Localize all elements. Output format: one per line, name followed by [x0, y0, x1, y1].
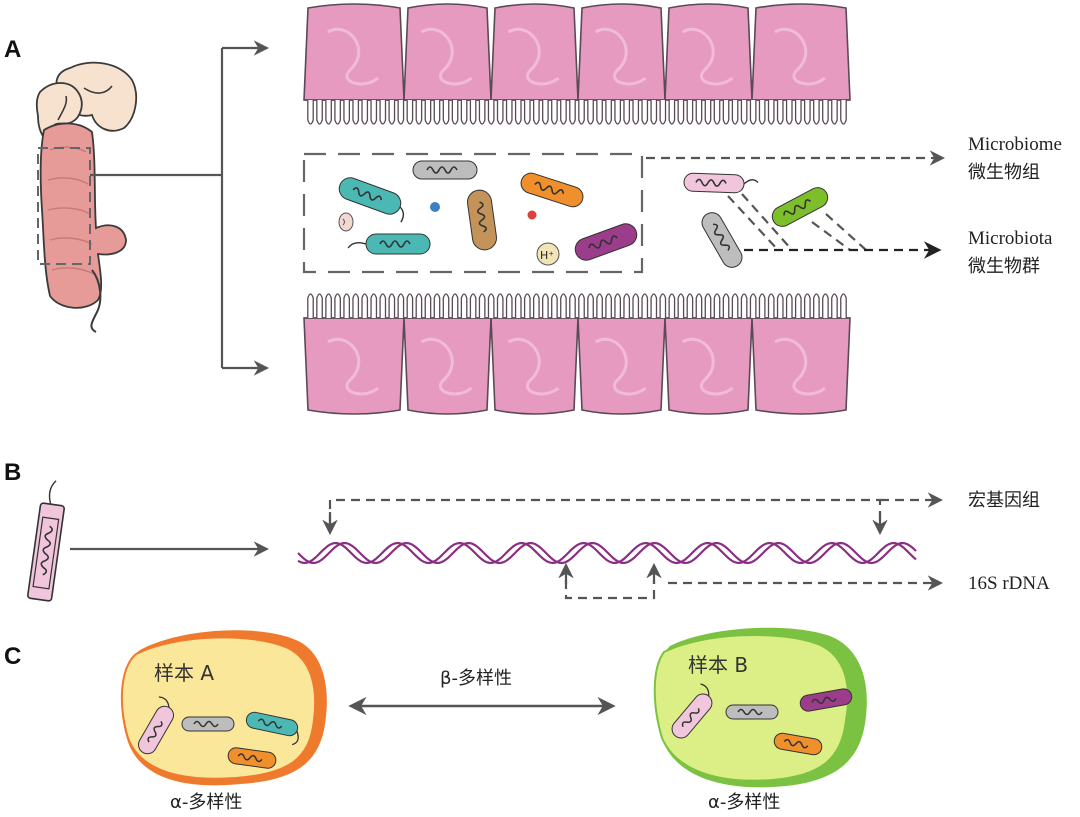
microbiota-label: Microbiota — [968, 228, 1053, 249]
rdna-label: 16S rDNA — [968, 573, 1050, 594]
epithelial-cell-icon — [577, 3, 666, 101]
bacterium-icon — [683, 172, 759, 194]
sample-a-label: 样本 A — [154, 661, 214, 685]
epithelium-bottom — [303, 293, 851, 415]
microbiome-label: Microbiome — [968, 134, 1062, 155]
rdna-bracket — [558, 562, 944, 600]
bacterium-icon — [520, 172, 584, 208]
epithelial-cell-icon — [664, 317, 753, 415]
alpha-diversity-b-label: α-多样性 — [708, 792, 780, 813]
hydrogen-ion-label: H⁺ — [540, 249, 554, 262]
panel-label-c: C — [4, 643, 21, 670]
lumen-box — [302, 152, 644, 274]
epithelial-cell-icon — [490, 317, 579, 415]
lumen-microbes: H⁺ — [338, 160, 638, 266]
metagenome-bracket — [322, 492, 944, 536]
microbiota-group — [683, 172, 867, 268]
bacterium-icon — [799, 688, 853, 712]
microbiome-label-cn: 微生物组 — [968, 162, 1040, 183]
bacterium-icon — [773, 732, 823, 756]
virus-icon — [338, 212, 354, 232]
epithelial-cell-icon — [403, 3, 492, 101]
epithelial-cell-icon — [751, 3, 851, 101]
bacterium-icon — [181, 716, 235, 732]
bacterium-icon — [574, 223, 638, 261]
alpha-diversity-a-label: α-多样性 — [170, 792, 242, 813]
epithelial-cell-icon — [751, 317, 851, 415]
beta-diversity-label: β-多样性 — [440, 668, 512, 689]
epithelial-cell-icon — [303, 317, 405, 415]
metagenome-label: 宏基因组 — [968, 490, 1040, 511]
bacterium-icon — [227, 747, 277, 769]
dna-helix-icon — [297, 541, 917, 565]
bacterium-icon — [347, 233, 431, 255]
zoom-connector — [90, 40, 270, 376]
particle-dot — [430, 202, 440, 212]
panel-label-b: B — [4, 459, 21, 486]
bacterium-cell-icon — [27, 480, 65, 602]
bacterium-icon — [701, 212, 743, 268]
microbiota-label-cn: 微生物群 — [968, 256, 1040, 277]
bacterium-icon — [338, 177, 405, 223]
epithelial-cell-icon — [664, 3, 753, 101]
zoom-region-box — [37, 147, 91, 265]
epithelium-top — [303, 3, 851, 125]
bacterium-icon — [771, 187, 829, 227]
bacterium-icon — [671, 683, 713, 739]
sample-a-blob — [120, 630, 327, 786]
bacterium-icon — [725, 704, 779, 720]
epithelial-cell-icon — [303, 3, 405, 101]
epithelial-cell-icon — [490, 3, 579, 101]
bacterium-icon — [466, 189, 498, 251]
bacterium-icon — [412, 160, 478, 180]
sample-b-label: 样本 B — [688, 653, 748, 677]
sample-b-blob — [653, 627, 867, 788]
epithelial-cell-icon — [403, 317, 492, 415]
bacterium-icon — [245, 711, 299, 746]
bacterium-icon — [138, 696, 174, 755]
intestine-icon — [35, 61, 138, 333]
particle-dot — [527, 210, 537, 220]
epithelial-cell-icon — [577, 317, 666, 415]
panel-label-a: A — [4, 36, 21, 63]
hydrogen-ion-icon — [536, 242, 560, 266]
